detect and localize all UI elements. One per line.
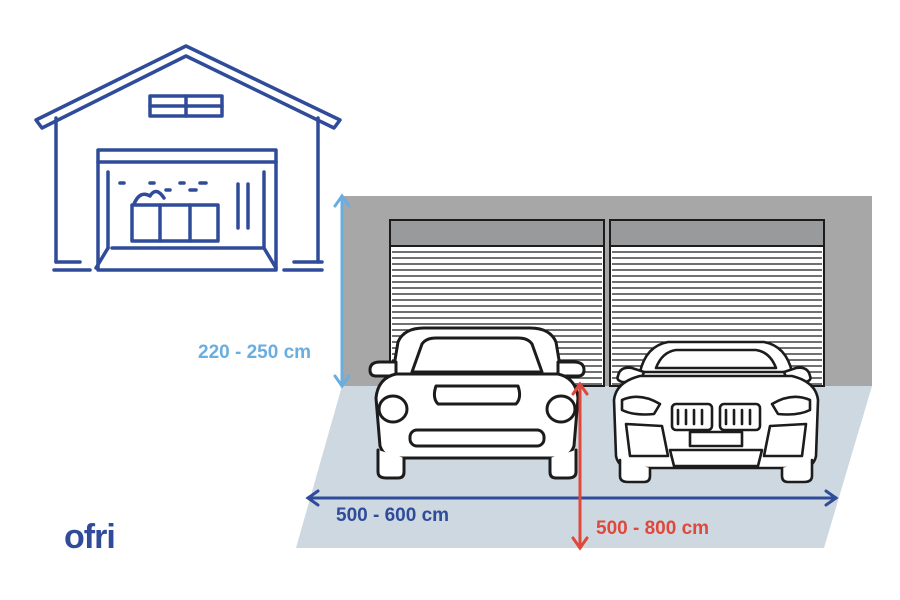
height-label: 220 - 250 cm	[198, 342, 311, 363]
depth-label: 500 - 800 cm	[596, 518, 709, 539]
depth-arrow	[571, 381, 589, 551]
width-arrow	[305, 489, 839, 507]
sports-car-front-icon	[368, 326, 586, 480]
sedan-front-icon	[612, 340, 820, 484]
brand-logo: ofri	[64, 518, 115, 556]
width-label: 500 - 600 cm	[336, 505, 449, 526]
garage-house-icon	[34, 44, 342, 272]
height-arrow	[333, 193, 351, 389]
